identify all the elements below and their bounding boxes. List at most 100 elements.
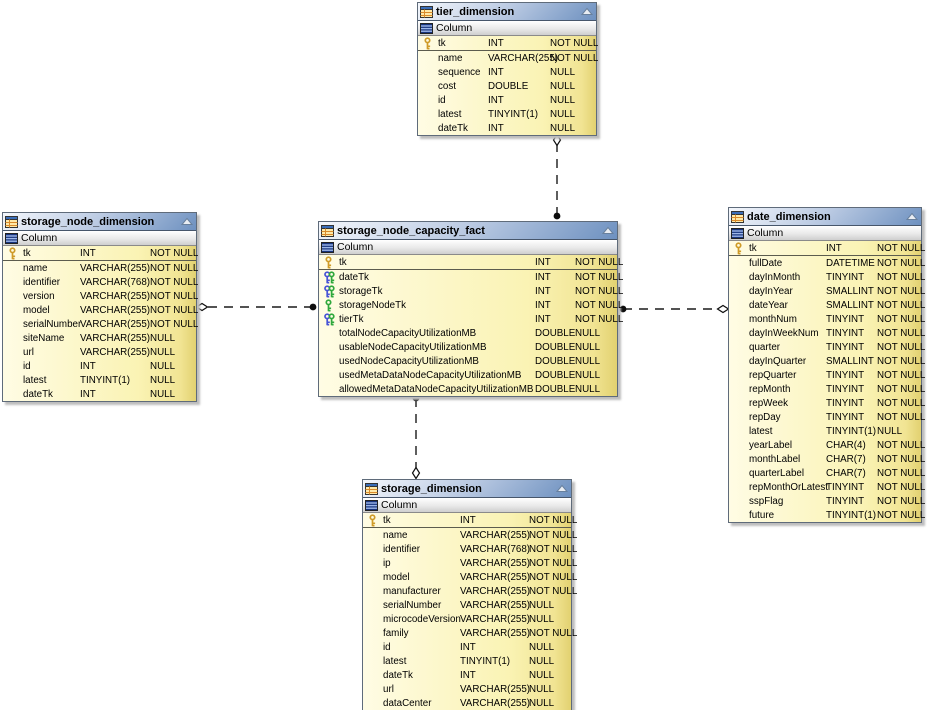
table-header[interactable]: date_dimension	[729, 208, 921, 226]
column-row[interactable]: allowedMetaDataNodeCapacityUtilizationMB…	[319, 382, 617, 396]
column-nullability: NOT NULL	[877, 439, 926, 451]
column-nullability: NOT NULL	[877, 411, 926, 423]
column-type: INT	[488, 94, 504, 106]
collapse-arrow-icon	[556, 484, 568, 493]
collapse-button[interactable]	[581, 7, 593, 16]
column-group-header[interactable]: Column	[363, 498, 571, 513]
column-type: INT	[826, 242, 842, 254]
table-title: tier_dimension	[436, 5, 515, 18]
relationship-fact_date[interactable]	[619, 304, 730, 314]
table-header[interactable]: storage_dimension	[363, 480, 571, 498]
column-name: identifier	[383, 543, 421, 555]
collapse-button[interactable]	[181, 217, 193, 226]
collapse-button[interactable]	[602, 226, 614, 235]
table-header[interactable]: storage_node_capacity_fact	[319, 222, 617, 240]
relationship-fact_tier[interactable]	[552, 133, 562, 220]
relationship-fact_storage[interactable]	[411, 394, 421, 480]
column-nullability: NOT NULL	[550, 52, 599, 64]
columns-icon	[731, 227, 744, 239]
collapse-button[interactable]	[906, 212, 918, 221]
relationship-fact_storage_node[interactable]	[195, 302, 317, 312]
column-group-header[interactable]: Column	[729, 226, 921, 241]
collapse-button[interactable]	[556, 484, 568, 493]
column-group-header[interactable]: Column	[3, 231, 196, 246]
table-header[interactable]: storage_node_dimension	[3, 213, 196, 231]
column-name: dataCenter	[383, 697, 432, 709]
column-name: microcodeVersion	[383, 613, 461, 625]
column-name: sspFlag	[749, 495, 784, 507]
column-group-header[interactable]: Column	[418, 21, 596, 36]
column-nullability: NULL	[529, 683, 555, 695]
table-header[interactable]: tier_dimension	[418, 3, 596, 21]
column-group-header[interactable]: Column	[319, 240, 617, 255]
